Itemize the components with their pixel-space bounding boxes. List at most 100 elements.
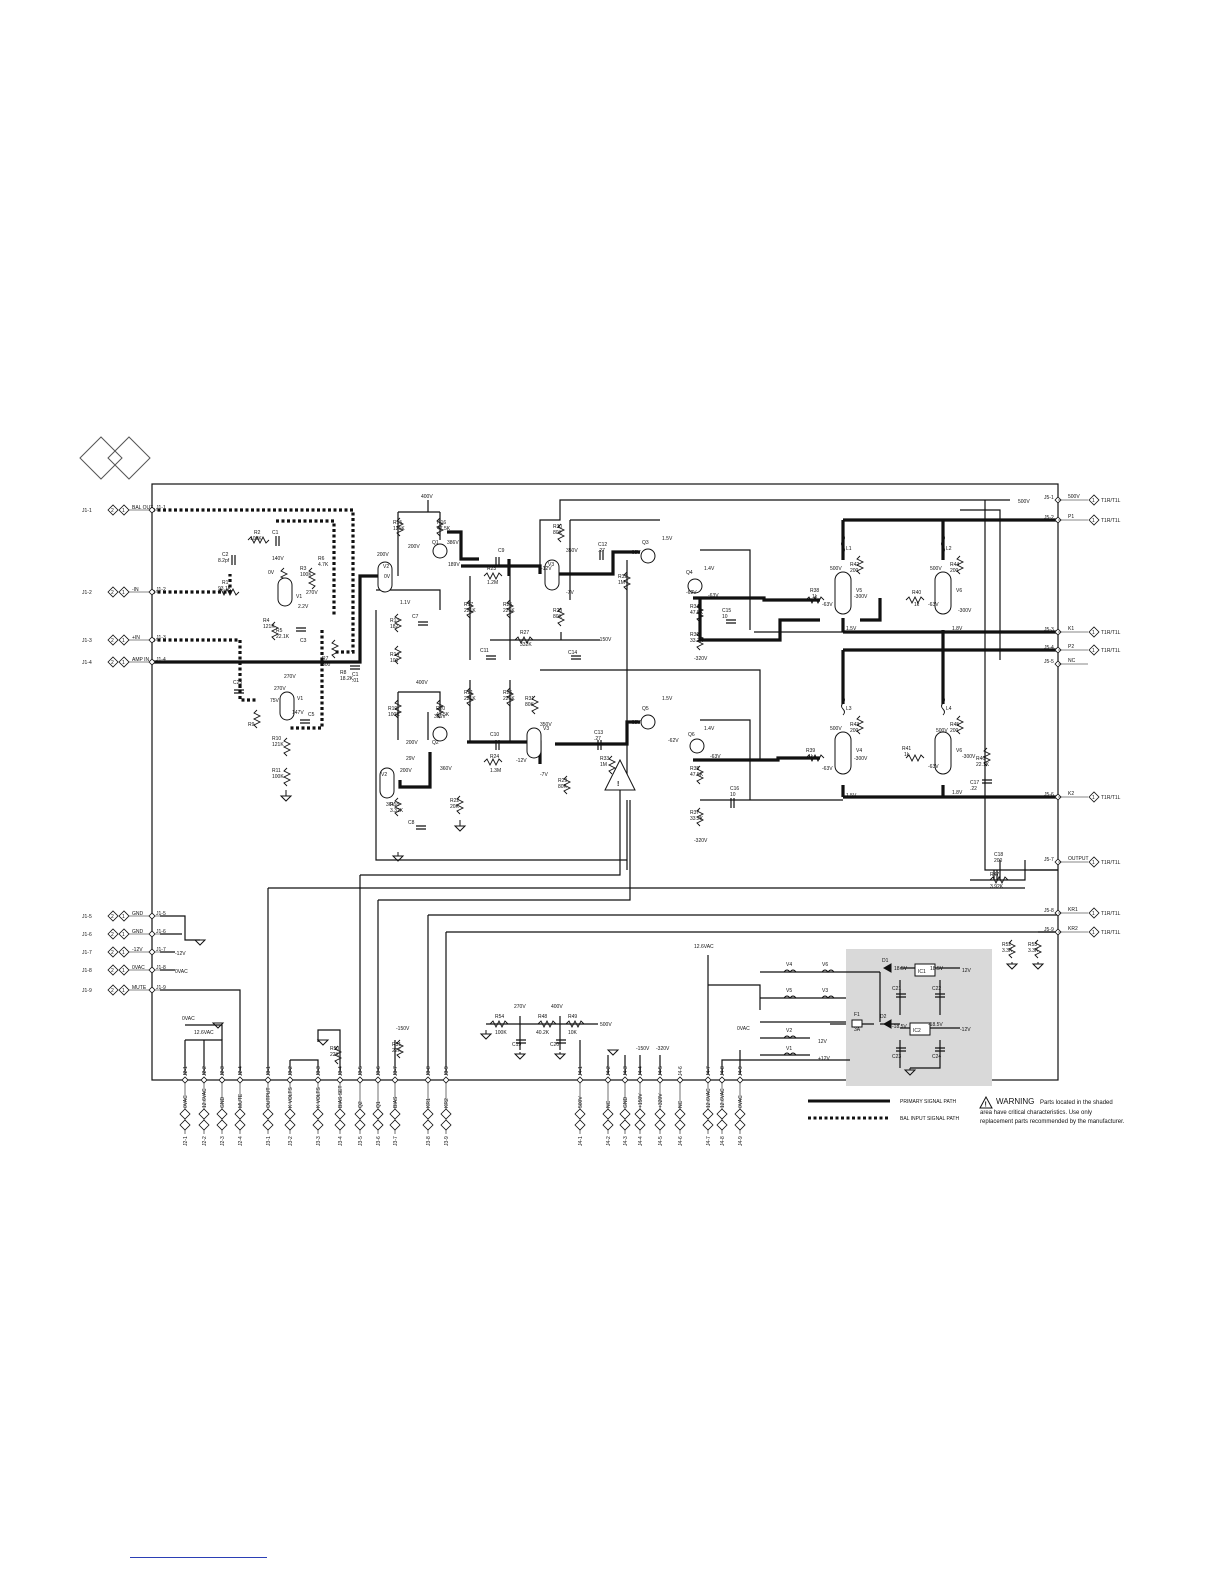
label-Q3: Q3	[642, 540, 649, 546]
label-C18-value: 200	[994, 858, 1003, 864]
label-R24: R24	[490, 754, 499, 760]
label-R41-value: 1k	[904, 752, 910, 758]
bottom-conn-net: J4-9	[738, 1066, 744, 1076]
label-R17: R17	[464, 602, 473, 608]
label-V3-heater: V3	[822, 988, 828, 994]
right-conn-label: KR2	[1068, 926, 1078, 932]
right-conn-label: 500V	[1068, 494, 1080, 500]
left-conn-pin-b: 1	[122, 932, 125, 938]
label-R36-value: 33.2K	[690, 638, 704, 644]
bottom-connector-group: J2-10VACJ2-1J2-212.6VACJ2-2J2-3GNDJ2-3J2…	[179, 1066, 746, 1146]
label-R40-value: 1k	[914, 602, 920, 608]
voltage-minus63v-e: -63V	[822, 766, 833, 772]
ic-label-plus12v: +12V	[818, 1056, 830, 1062]
right-conn-dest: T1R/T1L	[1101, 518, 1121, 524]
left-conn-id: J1-3	[82, 638, 92, 644]
bottom-conn-net: J3-8	[426, 1066, 432, 1076]
right-conn-dest: T1R/T1L	[1101, 630, 1121, 636]
bottom-conn-diamond	[354, 1108, 366, 1120]
label-C18: C18	[994, 852, 1003, 858]
bottom-conn-net: J3-5	[358, 1066, 364, 1076]
bottom-conn-pin-mark	[424, 1076, 432, 1084]
bottom-conn-diamond	[654, 1108, 666, 1120]
left-conn-id: J1-5	[82, 914, 92, 920]
label-R26: R26	[503, 690, 512, 696]
warning-line1: Parts located in the shaded	[1040, 1100, 1113, 1106]
label-V3-top: V3	[548, 562, 554, 568]
label-R40: R40	[912, 590, 921, 596]
label-R25: R25	[503, 602, 512, 608]
bottom-conn-diamond	[334, 1119, 346, 1131]
right-conn-id: J5-4	[1044, 645, 1054, 651]
left-conn-net: J1-2	[156, 587, 166, 593]
ic-out-minus12v: -12V	[960, 1027, 971, 1033]
voltage-1.4v-b: 1.4V	[704, 726, 715, 732]
heater-and-regulator-parts: !	[604, 534, 945, 1056]
label-C8: C8	[408, 820, 415, 826]
bottom-conn-id: J4-6	[678, 1136, 684, 1146]
voltage-minus63v-c: -63V	[822, 602, 833, 608]
right-conn-dest: T1R/T1L	[1101, 795, 1121, 801]
label-R54: R54	[495, 1014, 504, 1020]
left-conn-diamond	[107, 984, 119, 996]
left-conn-pin-mark	[148, 506, 156, 514]
bottom-conn-id: J3-7	[393, 1136, 399, 1146]
warning-title: WARNING	[996, 1097, 1034, 1106]
bottom-conn-diamond	[284, 1108, 296, 1120]
label-V5: V5	[856, 588, 862, 594]
right-conn-num: 1	[1092, 930, 1095, 936]
label-R29-value: 80K	[558, 784, 568, 790]
right-conn-id: J5-3	[1044, 627, 1054, 633]
balanced-input-paths	[152, 508, 355, 730]
bottom-conn-id: J4-9	[738, 1136, 744, 1146]
right-conn-diamond	[1088, 494, 1100, 506]
bottom-conn-label: GND	[623, 1097, 629, 1109]
label-C12-value: .27	[598, 548, 605, 554]
right-conn-diamond	[1088, 644, 1100, 656]
bottom-conn-net: J4-4	[638, 1066, 644, 1076]
bottom-conn-diamond	[372, 1108, 384, 1120]
label-R11-value: 100K	[272, 774, 284, 780]
bottom-conn-label: MUTE	[238, 1093, 244, 1108]
voltage-0vac-bottom: 0VAC	[182, 1016, 195, 1022]
bottom-conn-label: Q1	[376, 1101, 382, 1108]
label-R14-value: 100	[390, 658, 399, 664]
left-conn-net: J1-5	[156, 911, 166, 917]
bottom-conn-id: J4-5	[658, 1136, 664, 1146]
voltage-minus7v-a: -7V	[566, 590, 574, 596]
capacitor-symbols	[231, 536, 998, 1052]
ground-symbols	[193, 790, 1045, 1076]
voltage-labels: 400V 400V 140V 0V 2.2V 270V 270V 270V 14…	[182, 494, 1030, 1062]
bottom-conn-diamond	[440, 1119, 452, 1131]
bottom-conn-id: J4-3	[623, 1136, 629, 1146]
voltage-minus300v-a: -300V	[854, 594, 868, 600]
left-conn-diamond	[107, 656, 119, 668]
voltage-270v: 270V	[306, 590, 318, 596]
left-conn-diamond	[107, 964, 119, 976]
bottom-conn-net: J2-4	[238, 1066, 244, 1076]
bottom-conn-id: J4-2	[606, 1136, 612, 1146]
left-conn-pin-mark	[148, 658, 156, 666]
label-C2-value: 8.2pf	[218, 558, 230, 564]
bottom-conn-pin-mark	[236, 1076, 244, 1084]
label-C16: C16	[730, 786, 739, 792]
label-R10: R10	[272, 736, 281, 742]
bottom-conn-label: NC	[678, 1100, 684, 1108]
label-C20: C20	[550, 1042, 559, 1048]
left-conn-pin-a: 2	[111, 590, 114, 596]
right-conn-label: K1	[1068, 626, 1074, 632]
left-conn-pin-a: 2	[111, 660, 114, 666]
voltage-plus320v-bottom: -320V	[656, 1046, 670, 1052]
left-conn-pin-b: 1	[122, 914, 125, 920]
label-IC2: IC2	[913, 1028, 921, 1034]
label-D2: D2	[880, 1014, 887, 1020]
label-R44-value: 200	[950, 568, 959, 574]
label-C13: C13	[594, 730, 603, 736]
label-C1-top: C1	[272, 530, 279, 536]
bottom-conn-label: 0VAC	[183, 1095, 189, 1108]
label-C15-value: 10	[722, 614, 728, 620]
label-V4-heater: V4	[786, 962, 792, 968]
ic-out-12v: 12V	[962, 968, 972, 974]
label-C23: C23	[892, 1054, 901, 1060]
label-R3-value: 100K	[300, 572, 312, 578]
